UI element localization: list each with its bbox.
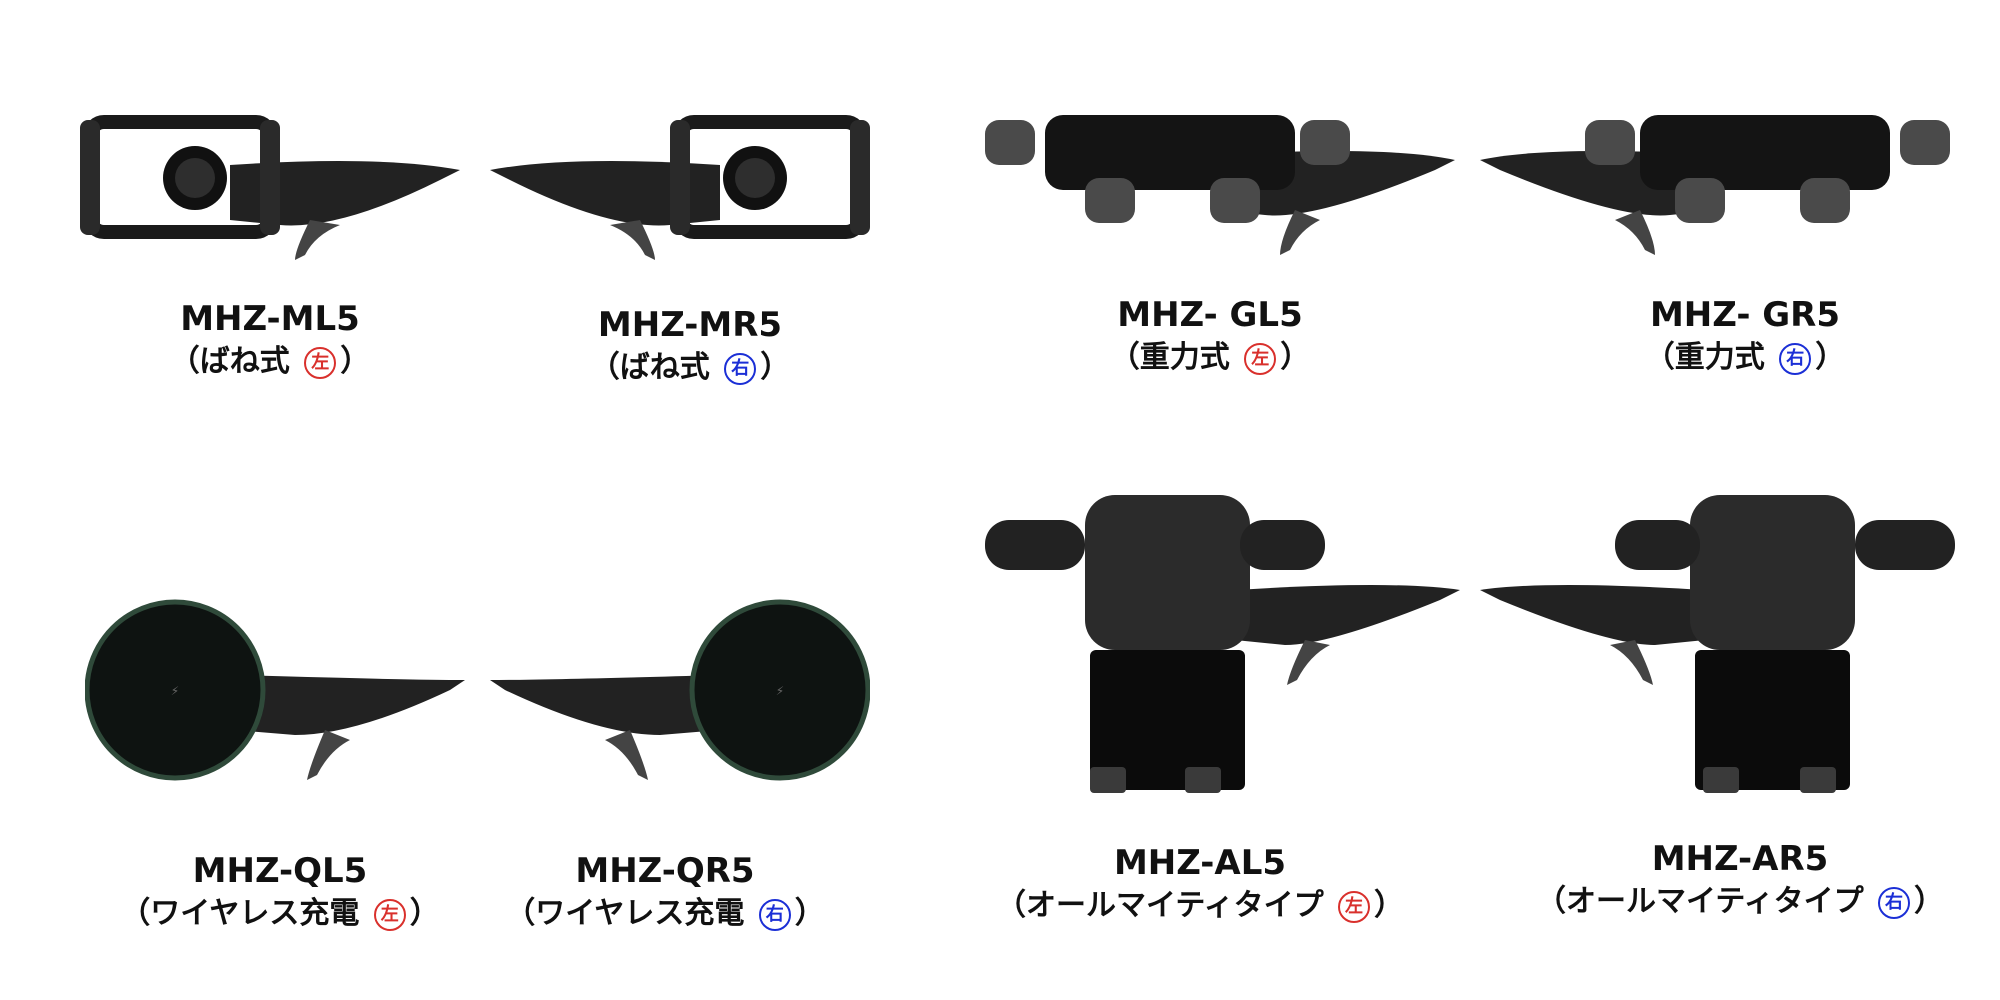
model-number: MHZ-AL5: [1113, 843, 1287, 883]
model-number: MHZ-MR5: [597, 305, 783, 345]
product-image-mr5: [480, 100, 870, 280]
model-number: MHZ-AR5: [1651, 839, 1829, 879]
product-caption: MHZ-QL5 （ワイヤレス充電 左）: [115, 850, 445, 936]
model-number: MHZ- GR5: [1649, 295, 1841, 335]
model-number: MHZ-QR5: [575, 851, 755, 891]
model-number: MHZ- GL5: [1117, 295, 1303, 335]
product-type: （重力式 右）: [1644, 340, 1846, 375]
left-side-badge: 左: [1244, 342, 1277, 375]
product-type: （ワイヤレス充電 左）: [120, 896, 440, 931]
product-caption: MHZ-AR5 （オールマイティタイプ 右）: [1530, 838, 1950, 924]
left-side-badge: 左: [373, 898, 406, 931]
right-side-badge: 右: [1878, 886, 1911, 919]
product-type: （ばね式 右）: [589, 350, 791, 385]
product-image-ql5: ⚡: [85, 595, 470, 795]
product-image-qr5: ⚡: [485, 595, 870, 795]
svg-text:⚡: ⚡: [171, 684, 179, 698]
product-image-ar5: [1475, 495, 1955, 795]
product-image-gr5: [1475, 110, 1950, 260]
product-image-gl5: [985, 110, 1460, 260]
svg-text:⚡: ⚡: [776, 684, 784, 698]
left-side-badge: 左: [1338, 890, 1371, 923]
product-type: （重力式 左）: [1109, 340, 1311, 375]
product-image-al5: [985, 495, 1465, 795]
right-side-badge: 右: [724, 352, 757, 385]
model-number: MHZ-QL5: [192, 851, 368, 891]
right-side-badge: 右: [1779, 342, 1812, 375]
product-caption: MHZ- GL5 （重力式 左）: [1060, 294, 1360, 380]
product-type: （ばね式 左）: [169, 344, 371, 379]
model-number: MHZ-ML5: [180, 299, 360, 339]
product-type: （オールマイティタイプ 右）: [1535, 884, 1945, 919]
product-type: （オールマイティタイプ 左）: [995, 888, 1405, 923]
product-caption: MHZ-ML5 （ばね式 左）: [120, 298, 420, 384]
product-caption: MHZ- GR5 （重力式 右）: [1595, 294, 1895, 380]
product-caption: MHZ-QR5 （ワイヤレス充電 右）: [500, 850, 830, 936]
left-side-badge: 左: [304, 346, 337, 379]
product-type: （ワイヤレス充電 右）: [505, 896, 825, 931]
right-side-badge: 右: [758, 898, 791, 931]
product-caption: MHZ-AL5 （オールマイティタイプ 左）: [990, 842, 1410, 928]
product-caption: MHZ-MR5 （ばね式 右）: [540, 304, 840, 390]
product-image-ml5: [80, 100, 470, 280]
